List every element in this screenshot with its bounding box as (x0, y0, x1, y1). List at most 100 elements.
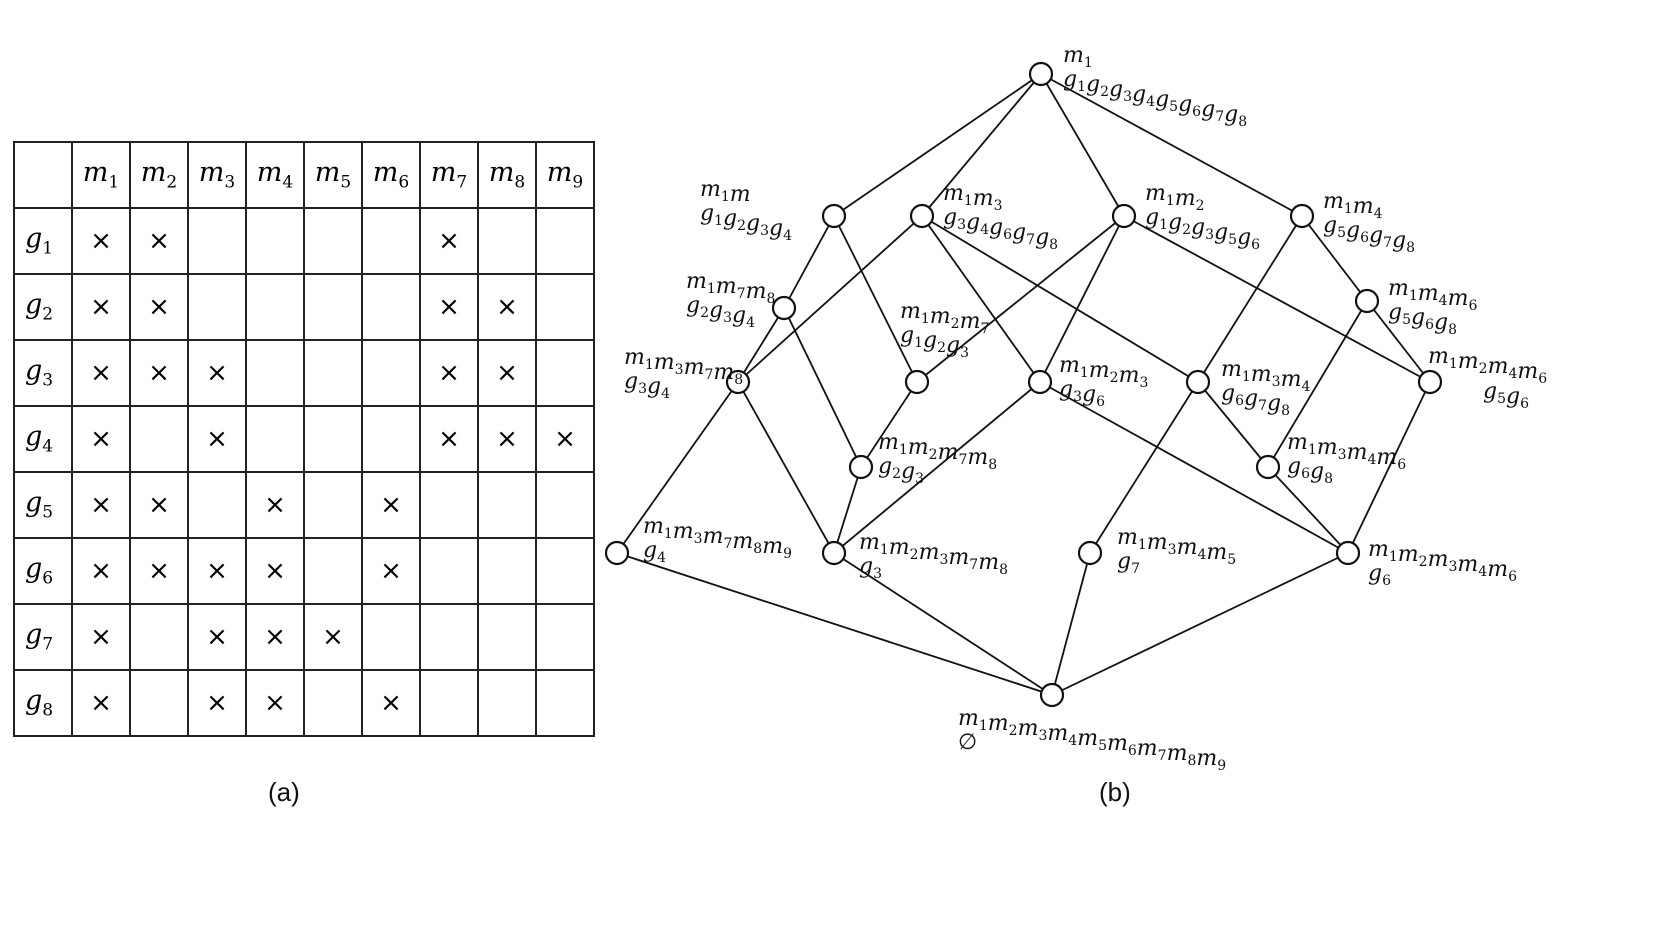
lattice-edge-top-n3 (1040, 73, 1125, 217)
node-intent-label: m1m2 (1145, 181, 1205, 214)
row-header-g5: g5 (13, 471, 73, 539)
lattice-edge-n14-bottom (616, 552, 1053, 696)
node-intent-label: m1m3m4 (1221, 357, 1310, 395)
cell-g2-m3 (187, 273, 247, 341)
cell-g1-m1: × (71, 207, 131, 275)
node-intent-label: m1m7m8 (686, 269, 775, 307)
lattice-edge-n11-n17 (1347, 381, 1431, 554)
node-intent-label: m1m2m3m7m8 (859, 530, 1008, 578)
node-intent-label: m1 (1063, 43, 1093, 71)
node-intent-label: m1m3m7m8 (624, 345, 743, 388)
lattice-edge-n1-n5 (783, 215, 835, 309)
concept-node-circle (1028, 61, 1054, 87)
cell-g7-m6 (361, 603, 421, 671)
node-intent-label: m1m3m4m5 (1117, 525, 1236, 568)
column-header-m4: m4 (245, 141, 305, 209)
cell-g2-m1: × (71, 273, 131, 341)
concept-node-circle (1039, 682, 1065, 708)
concept-node-circle (1417, 369, 1443, 395)
cell-g5-m6: × (361, 471, 421, 539)
cell-g2-m4 (245, 273, 305, 341)
node-intent-label: m1m2m3m4m5m6m7m8m9 (958, 706, 1226, 774)
node-extent-label: g1g2g3g5g6 (1145, 205, 1260, 253)
cell-g8-m3: × (187, 669, 247, 737)
cell-g6-m5 (303, 537, 363, 605)
cell-g8-m5 (303, 669, 363, 737)
concept-node-circle (1255, 454, 1281, 480)
node-intent-label: m1m4 (1323, 189, 1383, 222)
table-row: g8×××× (13, 669, 595, 737)
column-header-m9: m9 (535, 141, 595, 209)
row-header-g8: g8 (13, 669, 73, 737)
cell-g4-m5 (303, 405, 363, 473)
cell-g4-m3: × (187, 405, 247, 473)
cell-g2-m9 (535, 273, 595, 341)
concept-node-circle (1185, 369, 1211, 395)
row-header-g1: g1 (13, 207, 73, 275)
node-extent-label: g1g2g3g4 (700, 201, 792, 244)
cell-g3-m3: × (187, 339, 247, 407)
node-extent-label: g1g2g3 (900, 323, 969, 361)
cell-g4-m2 (129, 405, 189, 473)
cell-g1-m5 (303, 207, 363, 275)
lattice-edge-n4-n10 (1197, 215, 1303, 383)
cell-g8-m7 (419, 669, 479, 737)
node-extent-label: g3g6 (1059, 377, 1105, 410)
table-row: g4××××× (13, 405, 595, 473)
cell-g3-m5 (303, 339, 363, 407)
cell-g7-m5: × (303, 603, 363, 671)
table-row: g1××× (13, 207, 595, 275)
node-extent-label: g3g4 (624, 369, 670, 402)
cell-g8-m1: × (71, 669, 131, 737)
node-extent-label: g3 (859, 554, 882, 582)
lattice-edge-n17-bottom (1051, 552, 1349, 696)
lattice-nodes: m1g1g2g3g4g5g6g7g8m1mg1g2g3g4m1m3g3g4g6g… (604, 43, 1547, 774)
concept-node-circle (1077, 540, 1103, 566)
lattice-edges (616, 73, 1431, 696)
cell-g5-m7 (419, 471, 479, 539)
row-header-g6: g6 (13, 537, 73, 605)
table-row: g7×××× (13, 603, 595, 671)
concept-node-circle (1335, 540, 1361, 566)
node-intent-label: m1m (700, 177, 751, 207)
cell-g5-m9 (535, 471, 595, 539)
cell-g5-m3 (187, 471, 247, 539)
concept-node-circle (904, 369, 930, 395)
cell-g7-m4: × (245, 603, 305, 671)
node-extent-label: g5g6g8 (1388, 300, 1457, 338)
lattice-edge-n9-n15 (833, 381, 1041, 554)
table-body: g1×××g2××××g3×××××g4×××××g5××××g6×××××g7… (13, 207, 595, 737)
column-header-m1: m1 (71, 141, 131, 209)
lattice-edge-top-n1 (833, 73, 1042, 217)
node-extent-label: g4 (643, 538, 666, 566)
lattice-edge-n2-n10 (921, 215, 1199, 383)
lattice-edge-n5-n7 (737, 307, 785, 383)
table-corner-cell (13, 141, 73, 209)
cell-g2-m7: × (419, 273, 479, 341)
concept-node-circle (1289, 203, 1315, 229)
cell-g3-m1: × (71, 339, 131, 407)
cell-g3-m6 (361, 339, 421, 407)
lattice-edge-n8-n12 (860, 381, 918, 468)
cell-g6-m4: × (245, 537, 305, 605)
cell-g1-m8 (477, 207, 537, 275)
column-header-m2: m2 (129, 141, 189, 209)
column-header-m6: m6 (361, 141, 421, 209)
cell-g8-m2 (129, 669, 189, 737)
lattice-edge-n10-n16 (1089, 381, 1199, 554)
lattice-edge-n4-n6 (1301, 215, 1368, 302)
cell-g6-m9 (535, 537, 595, 605)
lattice-edge-n13-n17 (1267, 466, 1349, 554)
cell-g1-m2: × (129, 207, 189, 275)
row-header-g7: g7 (13, 603, 73, 671)
cell-g3-m4 (245, 339, 305, 407)
node-intent-label: m1m2m4m6 (1428, 344, 1547, 387)
